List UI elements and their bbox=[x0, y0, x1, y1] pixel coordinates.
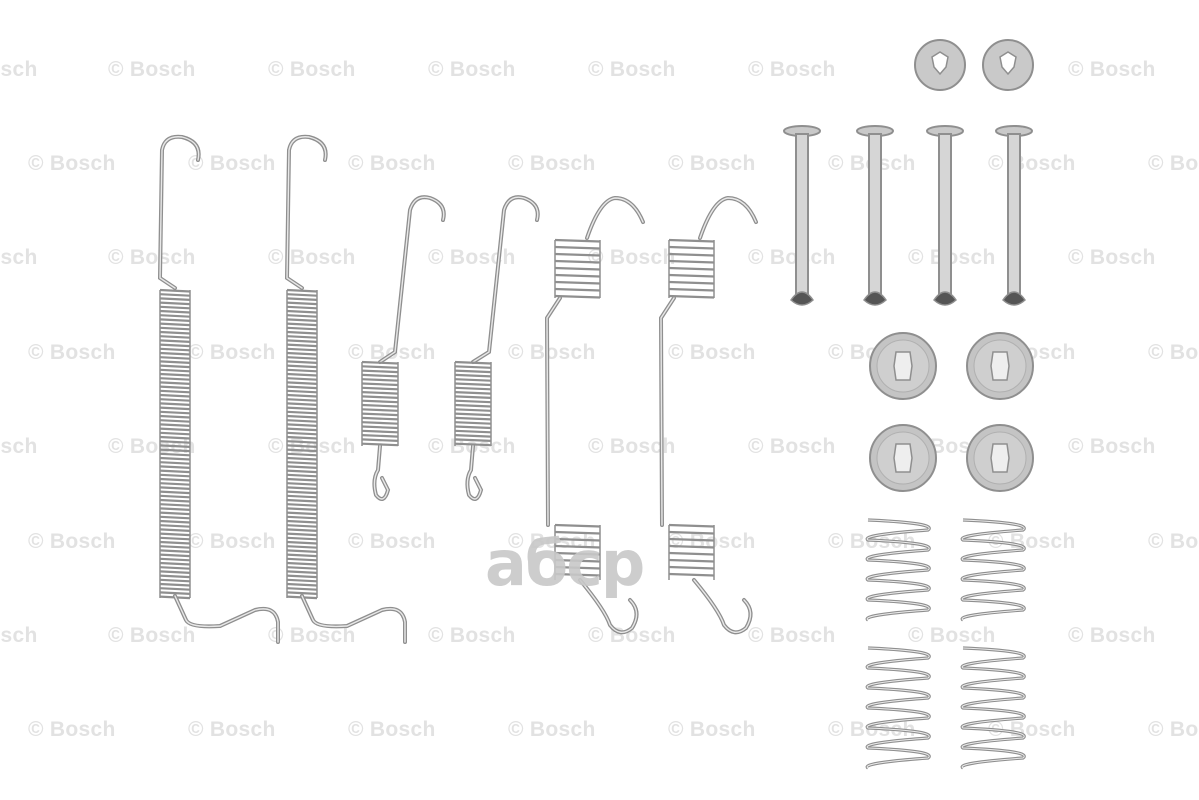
compression-spring bbox=[960, 518, 1026, 622]
watermark-text: © Bosch bbox=[108, 624, 196, 647]
watermark-text: © Bosch bbox=[1148, 530, 1199, 553]
watermark-text: © Bosch bbox=[748, 624, 836, 647]
retainer-cup bbox=[966, 424, 1034, 492]
watermark-text: © Bosch bbox=[108, 246, 196, 269]
watermark-text: © Bosch bbox=[1068, 246, 1156, 269]
lock-washer bbox=[982, 39, 1034, 91]
watermark-text: © Bosch bbox=[0, 435, 38, 458]
watermark-text: © Bosch bbox=[348, 718, 436, 741]
watermark-text: © Bosch bbox=[908, 624, 996, 647]
watermark-text: © Bosch bbox=[428, 624, 516, 647]
double-coil-spring bbox=[544, 195, 645, 635]
lock-washer bbox=[914, 39, 966, 91]
watermark-text: © Bosch bbox=[748, 58, 836, 81]
watermark-text: © Bosch bbox=[108, 58, 196, 81]
watermark-text: © Bosch bbox=[508, 718, 596, 741]
watermark-text: © Bosch bbox=[188, 152, 276, 175]
watermark-text: © Bosch bbox=[748, 435, 836, 458]
short-spring bbox=[361, 195, 446, 501]
watermark-text: © Bosch bbox=[188, 341, 276, 364]
short-spring bbox=[454, 195, 540, 501]
watermark-text: © Bosch bbox=[588, 246, 676, 269]
watermark-text: © Bosch bbox=[28, 530, 116, 553]
watermark-text: © Bosch bbox=[348, 530, 436, 553]
watermark-text: © Bosch bbox=[0, 58, 38, 81]
watermark-text: © Bosch bbox=[28, 718, 116, 741]
compression-spring bbox=[865, 646, 931, 770]
retainer-cup bbox=[869, 332, 937, 400]
long-return-spring bbox=[157, 134, 280, 644]
watermark-text: © Bosch bbox=[1148, 152, 1199, 175]
watermark-text: © Bosch bbox=[28, 152, 116, 175]
watermark-text: © Bosch bbox=[268, 246, 356, 269]
watermark-text: © Bosch bbox=[668, 341, 756, 364]
retainer-cup bbox=[869, 424, 937, 492]
watermark-text: © Bosch bbox=[348, 152, 436, 175]
hold-down-pin bbox=[783, 125, 821, 306]
long-return-spring bbox=[284, 134, 407, 644]
watermark-text: © Bosch bbox=[268, 624, 356, 647]
watermark-text: © Bosch bbox=[0, 246, 38, 269]
watermark-text: © Bosch bbox=[108, 435, 196, 458]
watermark-text: © Bosch bbox=[748, 246, 836, 269]
compression-spring bbox=[865, 518, 931, 622]
watermark-text: © Bosch bbox=[188, 718, 276, 741]
hold-down-pin bbox=[995, 125, 1033, 306]
watermark-text: © Bosch bbox=[188, 530, 276, 553]
watermark-text: © Bosch bbox=[1068, 624, 1156, 647]
watermark-text: © Bosch bbox=[1148, 341, 1199, 364]
watermark-text: © Bosch bbox=[28, 341, 116, 364]
overlay-logo: aбсp bbox=[485, 527, 645, 600]
hold-down-pin bbox=[926, 125, 964, 306]
watermark-text: © Bosch bbox=[428, 58, 516, 81]
watermark-text: © Bosch bbox=[428, 246, 516, 269]
watermark-text: © Bosch bbox=[508, 341, 596, 364]
watermark-text: © Bosch bbox=[1148, 718, 1199, 741]
double-coil-spring bbox=[658, 195, 758, 635]
compression-spring bbox=[960, 646, 1026, 770]
watermark-text: © Bosch bbox=[508, 152, 596, 175]
watermark-text: © Bosch bbox=[268, 58, 356, 81]
watermark-text: © Bosch bbox=[988, 530, 1076, 553]
watermark-text: © Bosch bbox=[588, 624, 676, 647]
watermark-text: © Bosch bbox=[1068, 58, 1156, 81]
watermark-text: © Bosch bbox=[1068, 435, 1156, 458]
watermark-text: © Bosch bbox=[588, 435, 676, 458]
watermark-text: © Bosch bbox=[588, 58, 676, 81]
watermark-text: © Bosch bbox=[668, 152, 756, 175]
watermark-text: © Bosch bbox=[668, 718, 756, 741]
retainer-cup bbox=[966, 332, 1034, 400]
hold-down-pin bbox=[856, 125, 894, 306]
watermark-text: © Bosch bbox=[988, 718, 1076, 741]
watermark-text: © Bosch bbox=[0, 624, 38, 647]
